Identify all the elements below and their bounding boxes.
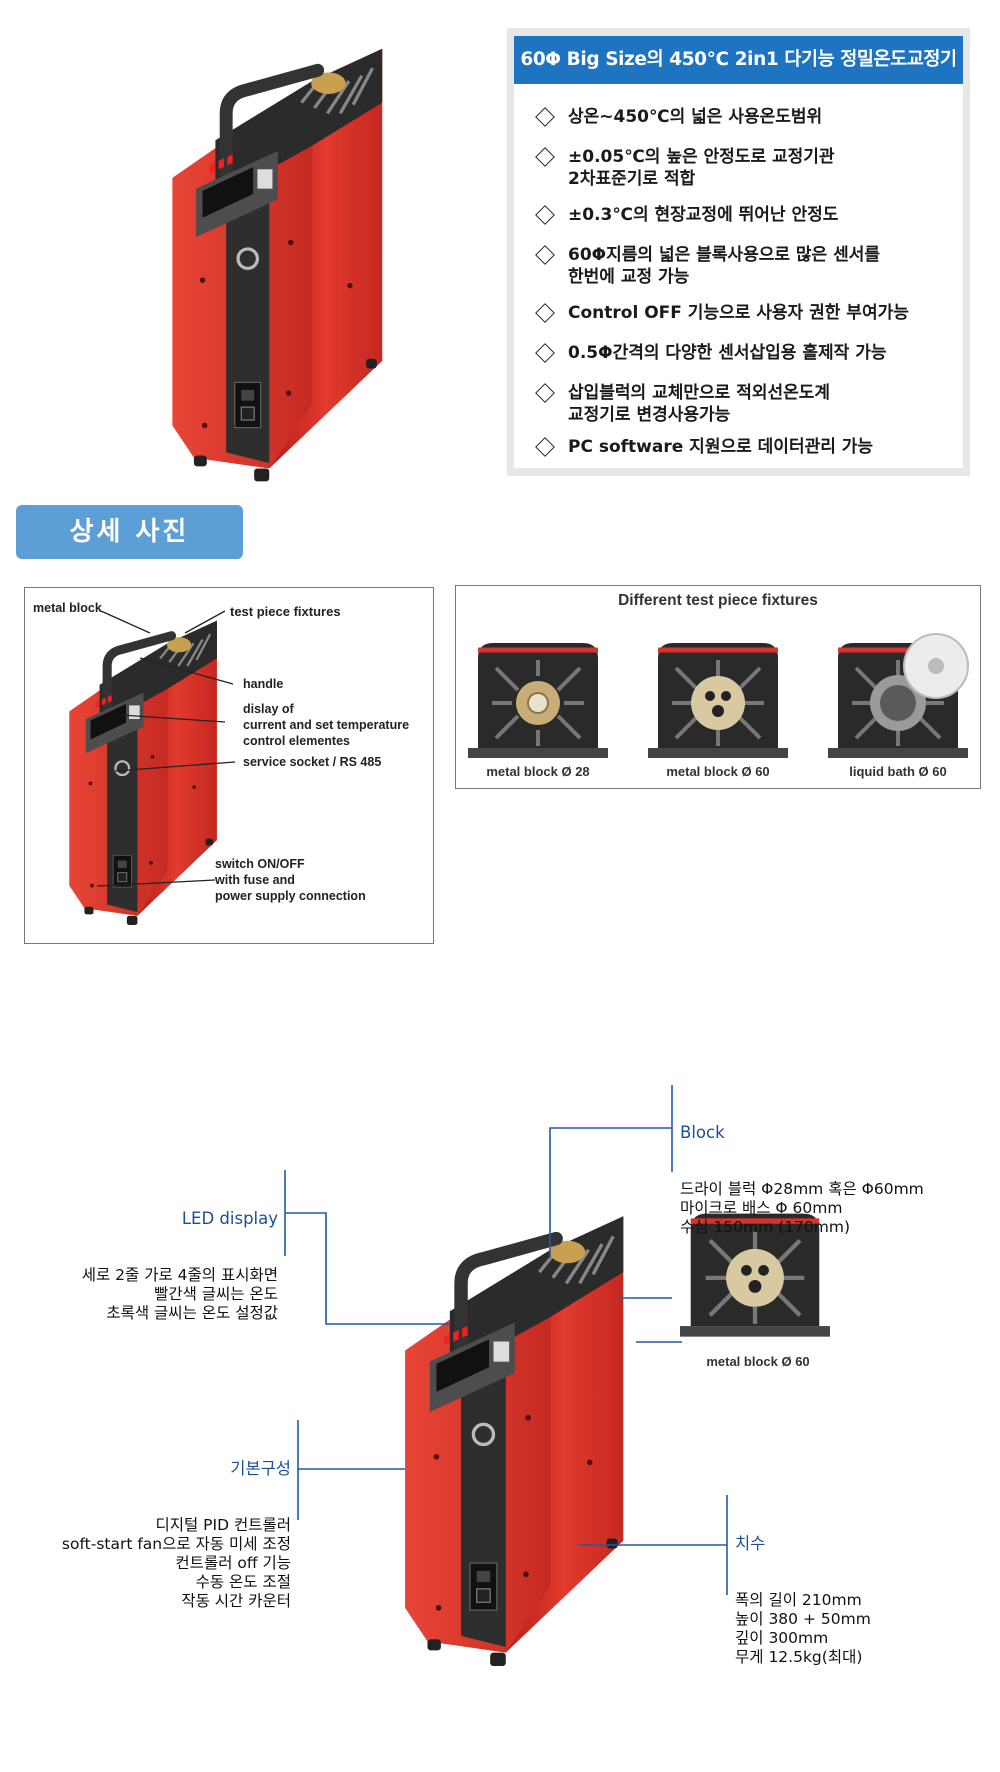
label-switch: switch ON/OFF with fuse and power supply… <box>215 857 366 903</box>
feature-box: 60Φ Big Size의 450℃ 2in1 다기능 정밀온도교정기 상온~4… <box>507 28 970 476</box>
diamond-bullet-icon <box>535 245 555 265</box>
spec-led: LED display 세로 2줄 가로 4줄의 표시화면 빨간색 글씨는 온도… <box>10 1171 278 1342</box>
fixtures-panel: Different test piece fixtures metal bloc… <box>455 585 981 789</box>
fixtures-title: Different test piece fixtures <box>618 592 818 609</box>
spec-basic-lines: 디지털 PID 컨트롤러 soft-start fan으로 자동 미세 조정 컨… <box>61 1516 291 1610</box>
spec-led-lines: 세로 2줄 가로 4줄의 표시화면 빨간색 글씨는 온도 초록색 글씨는 온도 … <box>81 1266 278 1322</box>
leader-lines <box>96 610 236 887</box>
spec-block-title: Block <box>680 1123 725 1142</box>
spec-block-lines: 드라이 블럭 Φ28mm 혹은 Φ60mm 마이크로 배스 Φ 60mm 수심 … <box>680 1180 924 1236</box>
spec-dims: 치수 폭의 길이 210mm 높이 380 + 50mm 깊이 300mm 무게… <box>735 1496 871 1686</box>
spec-basic-title: 기본구성 <box>230 1459 291 1478</box>
diamond-bullet-icon <box>535 383 555 403</box>
spec-dims-title: 치수 <box>735 1534 766 1553</box>
fixture-caption: metal block Ø 28 <box>486 764 590 779</box>
annotation-connectors <box>284 1085 728 1595</box>
spec-led-title: LED display <box>181 1209 278 1228</box>
spec-dims-lines: 폭의 길이 210mm 높이 380 + 50mm 깊이 300mm 무게 12… <box>735 1591 871 1666</box>
label-handle: handle <box>243 677 284 691</box>
label-metal-block: metal block <box>33 601 102 615</box>
fixture-metal-block-60-image <box>648 638 788 758</box>
spec-block: Block 드라이 블럭 Φ28mm 혹은 Φ60mm 마이크로 배스 Φ 60… <box>680 1085 924 1256</box>
feature-header: 60Φ Big Size의 450℃ 2in1 다기능 정밀온도교정기 <box>514 36 963 84</box>
device-photo-main <box>150 38 410 490</box>
label-test-piece: test piece fixtures <box>230 604 341 619</box>
fixture-caption: metal block Ø 60 <box>666 764 770 779</box>
fixture-liquid-bath-60-image <box>828 633 969 758</box>
diamond-bullet-icon <box>535 205 555 225</box>
diamond-bullet-icon <box>535 343 555 363</box>
labeled-photo-panel: metal block test piece fixtures handle d… <box>24 587 434 944</box>
label-display: dislay of current and set temperature co… <box>243 702 410 748</box>
fixture-metal-block-28-image <box>468 638 608 758</box>
diamond-bullet-icon <box>535 147 555 167</box>
inset-caption: metal block Ø 60 <box>706 1354 810 1369</box>
section-title: 상세 사진 <box>16 505 243 559</box>
diamond-bullet-icon <box>535 437 555 457</box>
inset-metal-block-image <box>680 1205 830 1340</box>
diamond-bullet-icon <box>535 303 555 323</box>
fixture-caption: liquid bath Ø 60 <box>849 764 947 779</box>
spec-basic: 기본구성 디지털 PID 컨트롤러 soft-start fan으로 자동 미세… <box>6 1421 291 1630</box>
label-service-socket: service socket / RS 485 <box>243 755 382 769</box>
diamond-bullet-icon <box>535 107 555 127</box>
